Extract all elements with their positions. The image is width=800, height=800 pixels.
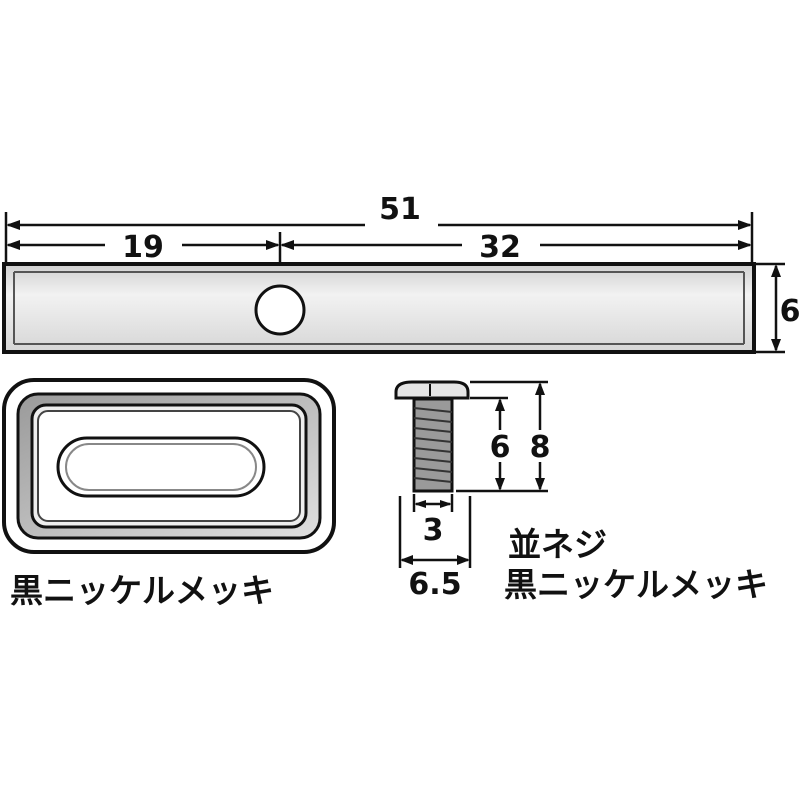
overall-length-label: 51 — [379, 192, 421, 227]
hole-position-dimension — [6, 232, 752, 262]
plate-front-view — [2, 378, 336, 554]
screw-head-diameter-dimension — [398, 496, 472, 568]
screw-type-label: 並ネジ — [508, 525, 607, 564]
screw-hole — [254, 284, 306, 336]
height-label: 6 — [780, 294, 800, 329]
screw-drawing — [394, 380, 470, 493]
screw-length-dimension — [456, 396, 548, 493]
plate-side-view — [2, 262, 756, 354]
screw-head-diameter-label: 6.5 — [408, 567, 461, 602]
screw-total-length-label: 8 — [530, 430, 551, 465]
screw-diameter-label: 3 — [423, 513, 444, 548]
screw-length-label: 6 — [490, 430, 511, 465]
overall-length-dimension — [4, 212, 754, 262]
screw-total-length-dimension — [470, 380, 548, 491]
screw-finish-label: 黒ニッケルメッキ — [504, 565, 768, 604]
plate-finish-label: 黒ニッケルメッキ — [10, 571, 274, 610]
height-dimension — [756, 262, 785, 354]
screw-diameter-dimension — [412, 494, 454, 512]
hole-to-end-label: 32 — [479, 230, 521, 265]
hole-offset-label: 19 — [122, 230, 164, 265]
